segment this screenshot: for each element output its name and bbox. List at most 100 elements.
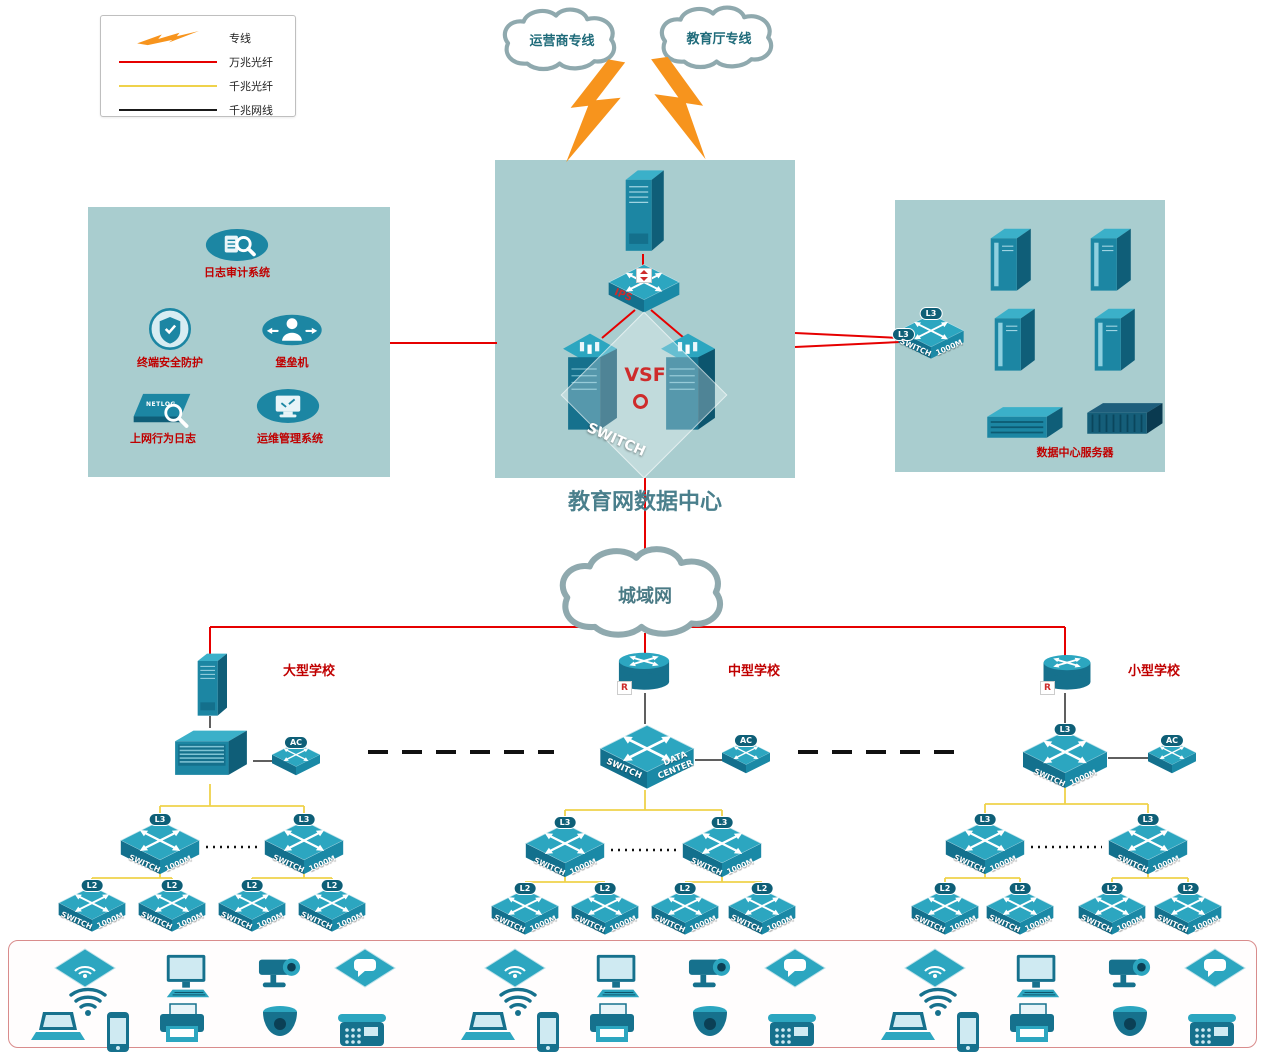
firewall-device bbox=[617, 166, 669, 256]
legend-row: 千兆光纤 bbox=[115, 78, 285, 94]
desktop-computer-icon bbox=[591, 951, 645, 1005]
switch-icon bbox=[1020, 728, 1110, 791]
switch-badge: L3 bbox=[1136, 813, 1160, 826]
switch-icon bbox=[1106, 818, 1190, 877]
endpoint-security-label: 终端安全防护 bbox=[137, 356, 203, 369]
printer-icon bbox=[586, 1002, 638, 1048]
ac-controller: AC bbox=[1146, 734, 1198, 775]
switch-badge: L3 bbox=[292, 813, 316, 826]
server-icon bbox=[986, 304, 1040, 378]
firewall-icon bbox=[191, 650, 231, 720]
printer-icon bbox=[156, 1002, 208, 1048]
endpoint-group bbox=[450, 945, 850, 1050]
netlog-text: NETLOG bbox=[146, 401, 176, 408]
firewall-icon bbox=[617, 166, 669, 256]
wifi-ap-icon bbox=[53, 947, 117, 989]
copper-1g-line-icon bbox=[119, 109, 217, 111]
printer-icon bbox=[1006, 1002, 1058, 1048]
switch-badge: L2 bbox=[320, 879, 344, 892]
switch-icon bbox=[943, 818, 1027, 877]
netlog-label: 上网行为日志 bbox=[130, 432, 196, 445]
switch-badge: L2 bbox=[513, 882, 537, 895]
education-cloud: 教育厅专线 bbox=[643, 4, 795, 70]
switch-badge: L3 bbox=[919, 307, 943, 320]
server-device bbox=[1082, 224, 1136, 298]
switch-badge: L2 bbox=[80, 879, 104, 892]
dome-camera-icon bbox=[1108, 1002, 1152, 1042]
ops-management-icon bbox=[255, 386, 321, 426]
legend-label: 千兆网线 bbox=[229, 104, 273, 117]
dome-camera-icon bbox=[258, 1002, 302, 1042]
school-name-label: 大型学校 bbox=[283, 664, 336, 679]
wifi-signal-icon bbox=[916, 985, 960, 1019]
rack-server-icon bbox=[982, 402, 1066, 442]
legend-label: 万兆光纤 bbox=[229, 56, 273, 69]
school-name-label: 中型学校 bbox=[728, 664, 781, 679]
carrier-cloud: 运营商专线 bbox=[487, 6, 637, 72]
vsf-label: VSF bbox=[624, 364, 666, 386]
desktop-computer-icon bbox=[161, 951, 215, 1005]
server-zone-label: 数据中心服务器 bbox=[1036, 446, 1114, 459]
voice-chat-icon bbox=[763, 947, 827, 989]
fiber-10g-line-icon bbox=[119, 61, 217, 63]
voice-chat-icon bbox=[333, 947, 397, 989]
switch-badge: L2 bbox=[593, 882, 617, 895]
server-device bbox=[986, 304, 1040, 378]
bastion-host-icon bbox=[260, 312, 324, 348]
rack-server-device bbox=[1082, 398, 1166, 438]
switch-icon bbox=[262, 818, 346, 877]
school-name-label: 小型学校 bbox=[1128, 664, 1181, 679]
ac-badge: AC bbox=[283, 736, 309, 749]
ips-device: IPS bbox=[606, 262, 682, 315]
chassis-icon bbox=[169, 726, 253, 781]
fax-phone-icon bbox=[766, 1010, 818, 1050]
ac-badge: AC bbox=[733, 734, 759, 747]
switch-badge: L3 bbox=[973, 813, 997, 826]
server-device bbox=[982, 224, 1036, 298]
router-badge: R bbox=[1040, 681, 1055, 695]
school-router: R bbox=[1038, 651, 1096, 695]
log-audit-label: 日志审计系统 bbox=[204, 266, 270, 279]
ptz-camera-icon bbox=[1103, 950, 1157, 994]
dome-camera-icon bbox=[688, 1002, 732, 1042]
switch-badge: L2 bbox=[933, 882, 957, 895]
wifi-signal-icon bbox=[496, 985, 540, 1019]
legend-label: 专线 bbox=[229, 32, 251, 45]
voice-chat-icon bbox=[1183, 947, 1247, 989]
switch-icon bbox=[523, 821, 607, 880]
switch-badge: L3 bbox=[148, 813, 172, 826]
smartphone-icon bbox=[955, 1010, 981, 1054]
legend: 专线 万兆光纤 千兆光纤 千兆网线 bbox=[100, 15, 296, 117]
rack-server-icon bbox=[1082, 398, 1166, 438]
fiber-1g-line-icon bbox=[119, 85, 217, 87]
datacenter-title: 教育网数据中心 bbox=[567, 489, 722, 515]
wifi-ap-icon bbox=[903, 947, 967, 989]
endpoint-group bbox=[20, 945, 420, 1050]
netlog-icon bbox=[128, 388, 196, 430]
legend-row: 千兆网线 bbox=[115, 102, 285, 118]
switch-badge: L2 bbox=[673, 882, 697, 895]
fax-phone-icon bbox=[336, 1010, 388, 1050]
endpoint-security-icon bbox=[146, 306, 194, 352]
ptz-camera-icon bbox=[683, 950, 737, 994]
ac-controller: AC bbox=[720, 734, 772, 775]
man-cloud: 城域网 bbox=[540, 544, 750, 639]
bastion-host-label: 堡垒机 bbox=[275, 356, 309, 369]
switch-icon bbox=[680, 821, 764, 880]
fax-phone-icon bbox=[1186, 1010, 1238, 1050]
dedicated-line-icon bbox=[132, 31, 204, 46]
